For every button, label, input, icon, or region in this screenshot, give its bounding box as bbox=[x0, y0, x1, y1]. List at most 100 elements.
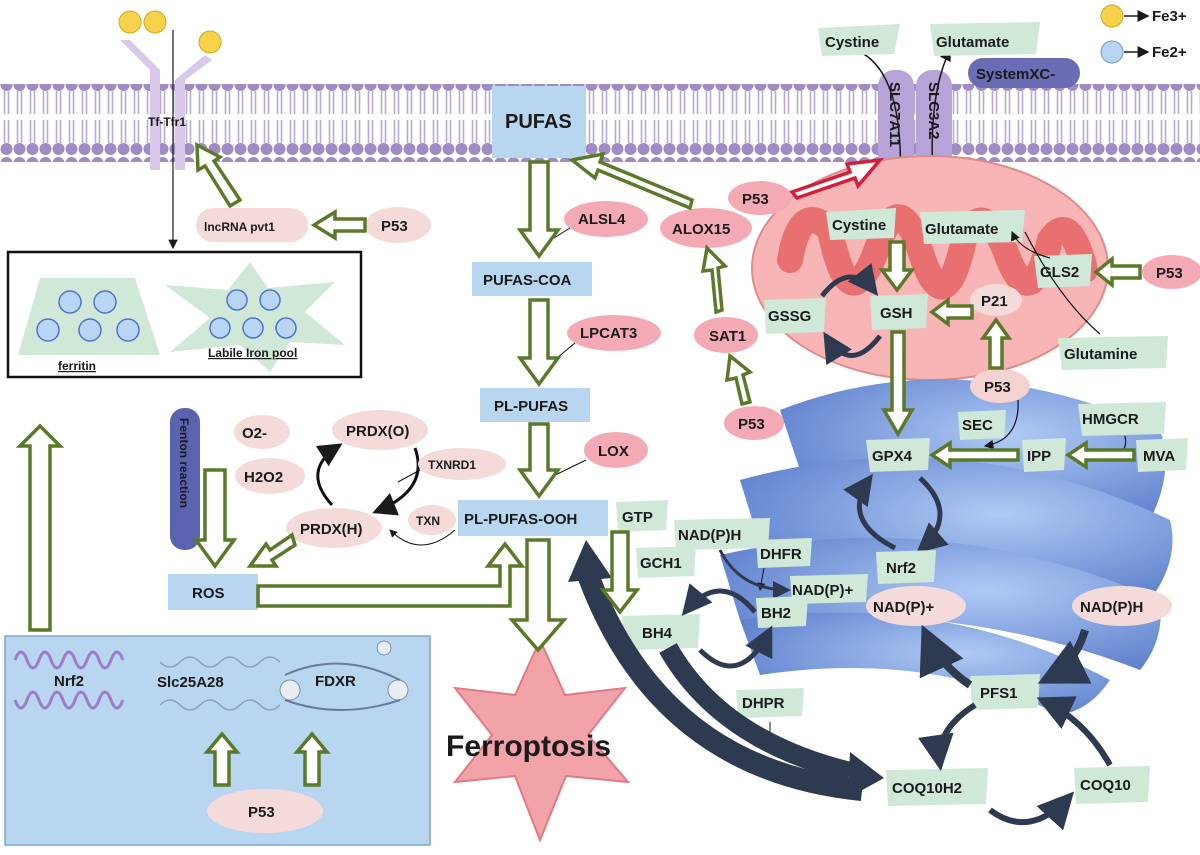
h2o2-label: H2O2 bbox=[244, 469, 283, 486]
tf-tfr1-label: Tf-Tfr1 bbox=[148, 115, 186, 129]
protein-icon bbox=[159, 656, 281, 711]
p53-gls2-node: P53 bbox=[1142, 255, 1200, 289]
enzyme-icon bbox=[284, 662, 401, 711]
p53-gls2-label: P53 bbox=[1156, 265, 1183, 282]
iron-storage-box: ferritin Labile Iron pool bbox=[6, 250, 363, 379]
nrf2-er-node: Nrf2 bbox=[876, 550, 936, 584]
lncrna-pvt1-node: lncRNA pvt1 bbox=[196, 208, 308, 242]
bh2-node: BH2 bbox=[756, 596, 808, 628]
fe3-icon bbox=[1100, 4, 1124, 28]
transferrin-receptor: Tf-Tfr1 bbox=[118, 10, 222, 250]
cystine-in-label: Cystine bbox=[832, 217, 886, 234]
lpcat3-node: LPCAT3 bbox=[544, 315, 661, 369]
legend: Fe3+ Fe2+ bbox=[1100, 4, 1187, 64]
hmgcr-node: HMGCR bbox=[1078, 402, 1166, 462]
lncrna-label: lncRNA pvt1 bbox=[204, 220, 275, 234]
pfs1-node: PFS1 bbox=[970, 674, 1040, 710]
o2-label: O2- bbox=[242, 425, 267, 442]
dhpr-node: DHPR bbox=[736, 688, 804, 743]
dhfr-node: DHFR bbox=[756, 538, 812, 591]
fenton-reaction: Fenton reaction bbox=[170, 408, 200, 550]
fe3-icon bbox=[198, 30, 222, 54]
cystine-out-label: Cystine bbox=[825, 34, 879, 51]
coq-cycle bbox=[917, 624, 1113, 831]
lox-node: LOX bbox=[544, 432, 648, 481]
nadph-coq-label: NAD(P)H bbox=[1080, 599, 1143, 616]
p53-slc-label: P53 bbox=[742, 191, 769, 208]
gssg-node: GSSG bbox=[764, 298, 826, 334]
pl-pufas-label: PL-PUFAS bbox=[494, 398, 568, 415]
mva-node: MVA bbox=[1136, 438, 1188, 472]
inhibition-arrows bbox=[568, 540, 884, 801]
fdxr-label: FDXR bbox=[315, 673, 356, 690]
fe2-icon bbox=[1100, 40, 1124, 64]
dna-helix-icon bbox=[13, 690, 125, 710]
gch1-label: GCH1 bbox=[640, 555, 682, 572]
sec-node: SEC bbox=[958, 410, 1006, 440]
bh4-node: BH4 bbox=[622, 614, 700, 650]
glutamine-label: Glutamine bbox=[1064, 346, 1137, 363]
gsh-node: GSH bbox=[870, 294, 928, 330]
extracellular-glutamate: Glutamate bbox=[930, 22, 1040, 56]
pufas-label: PUFAS bbox=[505, 111, 572, 133]
glutamate-in-node: Glutamate bbox=[920, 210, 1025, 244]
fenton-label: Fenton reaction bbox=[177, 418, 191, 508]
ferritin-label: ferritin bbox=[58, 359, 96, 373]
ipp-label: IPP bbox=[1027, 448, 1051, 465]
fe3-icon bbox=[118, 10, 142, 34]
bh4-bh2-cycle bbox=[681, 583, 773, 669]
p53-sat1-label: P53 bbox=[738, 416, 765, 433]
ferroptosis-star: Ferroptosis bbox=[446, 637, 631, 843]
nrf2-nucleus-label: Nrf2 bbox=[54, 673, 84, 690]
gtp-node: GTP bbox=[616, 500, 668, 532]
nadph-coq-node: NAD(P)H bbox=[1072, 586, 1172, 626]
pufas-coa-node: PUFAS-COA bbox=[472, 262, 592, 296]
gpx4-label: GPX4 bbox=[872, 448, 913, 465]
prdx-h-label: PRDX(H) bbox=[300, 521, 363, 538]
prdx-cycle: PRDX(O) PRDX(H) TXNRD1 TXN bbox=[286, 410, 506, 548]
pl-pufas-ooh-label: PL-PUFAS-OOH bbox=[464, 511, 577, 528]
p21-label: P21 bbox=[981, 293, 1008, 310]
ros-label: ROS bbox=[192, 585, 225, 602]
nadp-bh4-node: NAD(P)+ bbox=[718, 549, 868, 604]
p53-sat1-node: P53 bbox=[724, 406, 784, 440]
slc25a28-label: Slc25A28 bbox=[157, 674, 224, 691]
extracellular-cystine: Cystine bbox=[818, 24, 900, 56]
bh4-label: BH4 bbox=[642, 625, 673, 642]
coq10-label: COQ10 bbox=[1080, 777, 1131, 794]
cystine-in-node: Cystine bbox=[826, 208, 896, 240]
sec-label: SEC bbox=[962, 417, 993, 434]
h2o2-node: H2O2 bbox=[235, 458, 305, 494]
gls2-node: GLS2 bbox=[1011, 230, 1092, 288]
p53-slc-node: P53 bbox=[728, 181, 792, 215]
lox-label: LOX bbox=[598, 443, 629, 460]
alsl4-node: ALSL4 bbox=[537, 201, 648, 249]
dna-helix-icon bbox=[13, 650, 125, 670]
nadp-coq-node: NAD(P)+ bbox=[866, 586, 966, 626]
systemxc-label: SystemXC- bbox=[976, 66, 1055, 83]
coq10h2-label: COQ10H2 bbox=[892, 780, 962, 797]
coq10-node: COQ10 bbox=[1074, 766, 1150, 804]
pufas-coa-label: PUFAS-COA bbox=[483, 272, 572, 289]
gpx4-nrf2-cycle bbox=[843, 473, 949, 554]
pfs1-label: PFS1 bbox=[980, 685, 1018, 702]
nadp-bh4-label: NAD(P)+ bbox=[792, 582, 853, 599]
p53-lncrna-label: P53 bbox=[381, 218, 408, 235]
hmgcr-label: HMGCR bbox=[1082, 411, 1139, 428]
bh2-label: BH2 bbox=[761, 605, 791, 622]
coq10h2-node: COQ10H2 bbox=[886, 768, 988, 806]
fe3-icon bbox=[143, 10, 167, 34]
gsh-label: GSH bbox=[880, 305, 913, 322]
dhfr-label: DHFR bbox=[760, 546, 802, 563]
legend-fe3: Fe3+ bbox=[1152, 8, 1187, 25]
slc7a11-label: SLC7A11 bbox=[886, 82, 903, 147]
nadph-bh4-node: NAD(P)H bbox=[674, 518, 770, 550]
alsl4-label: ALSL4 bbox=[578, 211, 626, 228]
nrf2-er-label: Nrf2 bbox=[886, 560, 916, 577]
p21-node: P21 bbox=[970, 284, 1022, 316]
glutamine-node: Glutamine bbox=[1024, 231, 1168, 370]
o2-node: O2- bbox=[234, 415, 290, 449]
labile-iron-pool-label: Labile Iron pool bbox=[208, 346, 297, 360]
p53-slc7a11-arrow bbox=[789, 157, 885, 201]
